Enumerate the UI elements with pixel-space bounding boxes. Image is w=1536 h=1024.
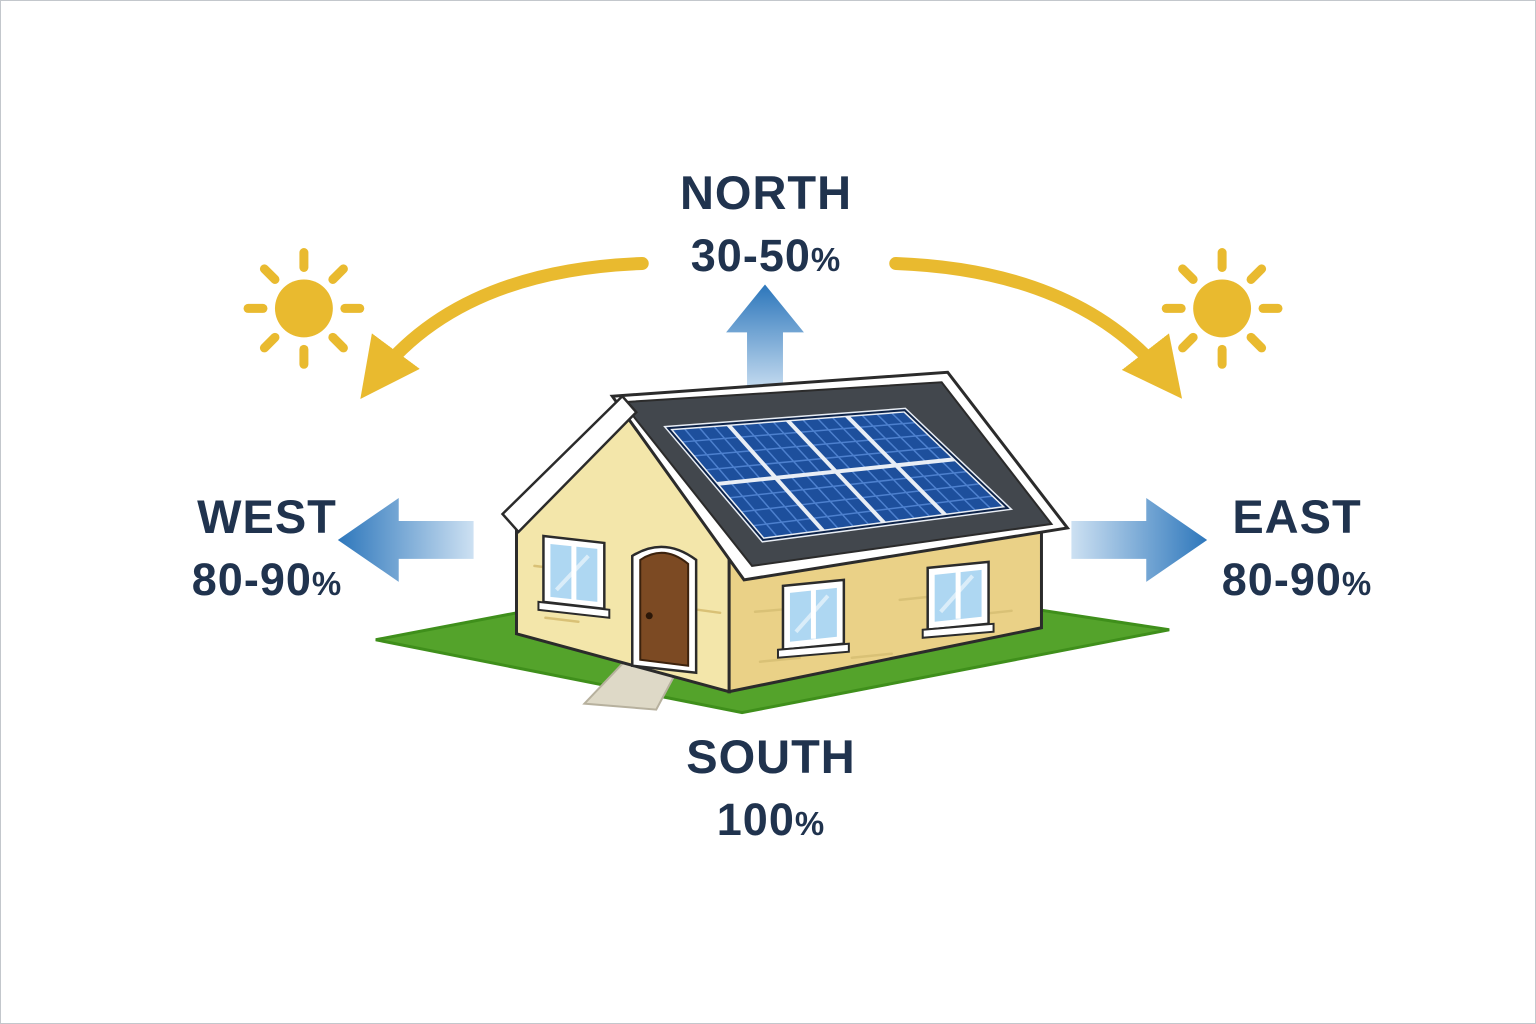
north-value-unit: %	[810, 241, 842, 278]
up-arrow-icon	[726, 284, 804, 395]
south-value-unit: %	[794, 805, 826, 842]
east-value: 80-90%	[1222, 557, 1372, 602]
label-west: WEST 80-90%	[192, 493, 342, 602]
sun-icon	[248, 253, 360, 365]
west-direction-text: WEST	[197, 490, 337, 543]
door-knob	[645, 612, 653, 620]
west-value: 80-90%	[192, 557, 342, 602]
label-north: NORTH 30-50%	[680, 169, 852, 278]
north-value-number: 30-50	[690, 230, 811, 281]
front-door	[631, 545, 698, 675]
west-value-number: 80-90	[191, 554, 312, 605]
south-direction-text: SOUTH	[686, 730, 856, 783]
west-value-unit: %	[311, 565, 343, 602]
east-value-number: 80-90	[1221, 554, 1342, 605]
solar-panel-array	[663, 407, 1014, 543]
curved-arrow-icon	[360, 256, 649, 400]
left-arrow-icon	[337, 498, 474, 582]
sun-icon	[1166, 253, 1278, 365]
window	[537, 534, 611, 619]
north-value: 30-50%	[680, 233, 852, 278]
south-value-number: 100	[716, 794, 795, 845]
east-direction-text: EAST	[1232, 490, 1362, 543]
right-arrow-icon	[1071, 498, 1208, 582]
curved-arrow-icon	[889, 256, 1183, 399]
label-south: SOUTH 100%	[686, 733, 856, 842]
south-value: 100%	[686, 797, 856, 842]
label-east: EAST 80-90%	[1222, 493, 1372, 602]
north-direction-text: NORTH	[679, 166, 853, 219]
gable-roof-trim	[500, 394, 638, 534]
window	[776, 578, 850, 659]
window	[921, 560, 995, 639]
east-value-unit: %	[1341, 565, 1373, 602]
house-illustration	[375, 370, 1170, 715]
